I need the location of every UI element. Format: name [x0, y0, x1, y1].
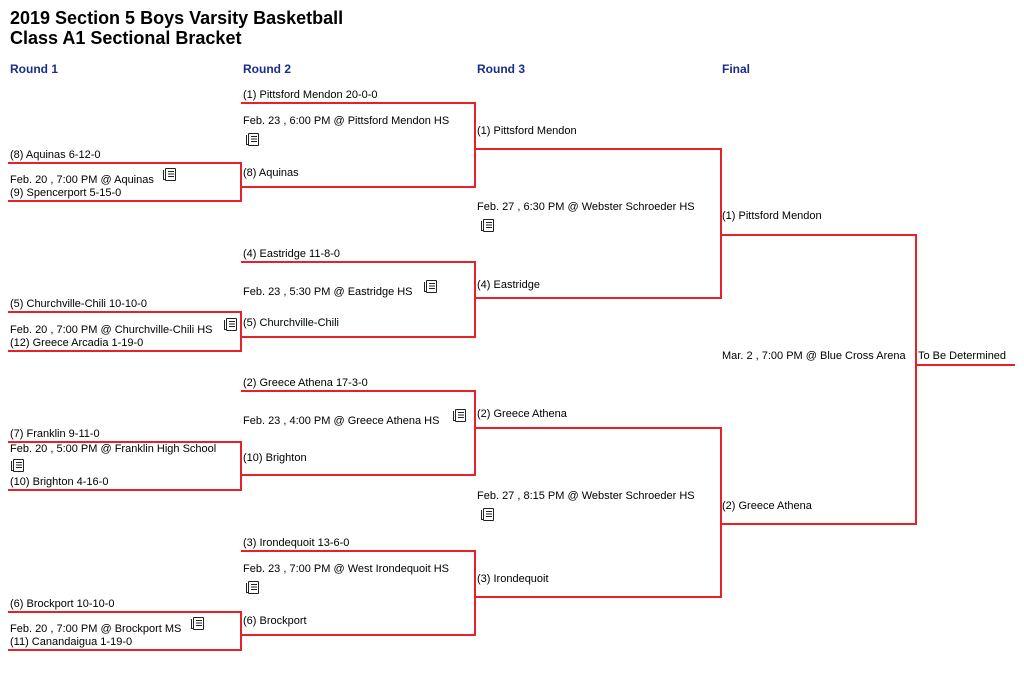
round2-game2-info: Feb. 23 , 5:30 PM @ Eastridge HS — [243, 286, 413, 298]
bracket-line — [8, 350, 242, 352]
round1-game1-info: Feb. 20 , 7:00 PM @ Aquinas — [10, 174, 154, 186]
round1-game3-info: Feb. 20 , 5:00 PM @ Franklin High School — [10, 443, 217, 455]
bracket-line — [8, 649, 242, 651]
page-subtitle: Class A1 Sectional Bracket — [10, 28, 242, 48]
bracket-line — [241, 336, 476, 338]
round3-game2-bottom-team[interactable]: (3) Irondequoit — [477, 573, 549, 585]
round-1-heading: Round 1 — [10, 62, 58, 76]
document-icon[interactable] — [11, 459, 24, 472]
bracket-connector — [240, 162, 242, 202]
document-icon[interactable] — [246, 133, 259, 146]
bracket-line — [8, 611, 242, 613]
document-icon[interactable] — [481, 219, 494, 232]
round3-game1-bottom-team[interactable]: (4) Eastridge — [477, 279, 540, 291]
bracket-connector — [240, 441, 242, 491]
bracket-line — [8, 489, 242, 491]
bracket-connector — [474, 102, 476, 188]
document-icon[interactable] — [246, 581, 259, 594]
bracket-line — [475, 148, 722, 150]
bracket-connector — [240, 611, 242, 651]
document-icon[interactable] — [424, 280, 437, 293]
final-top-team[interactable]: (1) Pittsford Mendon — [722, 210, 822, 222]
round3-game2-top-team[interactable]: (2) Greece Athena — [477, 408, 567, 420]
round2-game1-bottom-team[interactable]: (8) Aquinas — [243, 167, 299, 179]
bracket-line — [475, 297, 722, 299]
round-3-heading: Round 3 — [477, 62, 525, 76]
bracket-connector — [240, 311, 242, 352]
bracket-line — [8, 441, 242, 443]
round-2-heading: Round 2 — [243, 62, 291, 76]
round2-game3-bottom-team[interactable]: (10) Brighton — [243, 452, 307, 464]
round1-game4-info: Feb. 20 , 7:00 PM @ Brockport MS — [10, 623, 182, 635]
final-game-info: Mar. 2 , 7:00 PM @ Blue Cross Arena — [722, 350, 906, 362]
bracket-connector — [720, 427, 722, 598]
document-icon[interactable] — [191, 617, 204, 630]
round2-game2-bottom-team[interactable]: (5) Churchville-Chili — [243, 317, 339, 329]
bracket-line — [8, 200, 242, 202]
bracket-line — [8, 311, 242, 313]
bracket-line — [241, 634, 476, 636]
page-title: 2019 Section 5 Boys Varsity Basketball — [10, 8, 344, 28]
bracket-line — [241, 102, 476, 104]
round3-game2-info: Feb. 27 , 8:15 PM @ Webster Schroeder HS — [477, 490, 695, 502]
round2-game1-info: Feb. 23 , 6:00 PM @ Pittsford Mendon HS — [243, 115, 450, 127]
bracket-line — [241, 390, 476, 392]
bracket-line — [720, 234, 917, 236]
final-bottom-team[interactable]: (2) Greece Athena — [722, 500, 812, 512]
round1-game2-top-team[interactable]: (5) Churchville-Chili 10-10-0 — [10, 298, 147, 310]
round3-game1-info: Feb. 27 , 6:30 PM @ Webster Schroeder HS — [477, 201, 695, 213]
document-icon[interactable] — [224, 318, 237, 331]
bracket-connector — [474, 390, 476, 476]
round1-game1-bottom-team[interactable]: (9) Spencerport 5-15-0 — [10, 187, 122, 199]
round1-game3-bottom-team[interactable]: (10) Brighton 4-16-0 — [10, 476, 109, 488]
bracket-line — [8, 162, 242, 164]
round1-game4-bottom-team[interactable]: (11) Canandaigua 1-19-0 — [10, 636, 133, 648]
round2-game3-top-team[interactable]: (2) Greece Athena 17-3-0 — [243, 377, 368, 389]
round1-game2-bottom-team[interactable]: (12) Greece Arcadia 1-19-0 — [10, 337, 144, 349]
round2-game4-info: Feb. 23 , 7:00 PM @ West Irondequoit HS — [243, 563, 450, 575]
bracket-line — [241, 261, 476, 263]
document-icon[interactable] — [163, 168, 176, 181]
round2-game2-top-team[interactable]: (4) Eastridge 11-8-0 — [243, 248, 341, 260]
bracket-line — [475, 596, 722, 598]
bracket-connector — [474, 261, 476, 338]
round2-game4-top-team[interactable]: (3) Irondequoit 13-6-0 — [243, 537, 350, 549]
round2-game4-bottom-team[interactable]: (6) Brockport — [243, 615, 307, 627]
round1-game1-top-team[interactable]: (8) Aquinas 6-12-0 — [10, 149, 101, 161]
round1-game3-top-team[interactable]: (7) Franklin 9-11-0 — [10, 428, 100, 440]
bracket-line — [241, 186, 476, 188]
bracket-connector — [915, 234, 917, 525]
champion-label: To Be Determined — [918, 350, 1007, 362]
round1-game4-top-team[interactable]: (6) Brockport 10-10-0 — [10, 598, 115, 610]
round1-game2-info: Feb. 20 , 7:00 PM @ Churchville-Chili HS — [10, 324, 213, 336]
round3-game1-top-team[interactable]: (1) Pittsford Mendon — [477, 125, 577, 137]
bracket-line — [241, 474, 476, 476]
round2-game1-top-team[interactable]: (1) Pittsford Mendon 20-0-0 — [243, 89, 378, 101]
bracket-line — [720, 523, 917, 525]
champion-line — [915, 364, 1015, 366]
bracket-connector — [720, 148, 722, 299]
bracket-line — [241, 550, 476, 552]
final-heading: Final — [722, 62, 751, 76]
document-icon[interactable] — [481, 508, 494, 521]
bracket-line — [475, 427, 722, 429]
bracket-connector — [474, 550, 476, 636]
round2-game3-info: Feb. 23 , 4:00 PM @ Greece Athena HS — [243, 415, 440, 427]
document-icon[interactable] — [453, 409, 466, 422]
